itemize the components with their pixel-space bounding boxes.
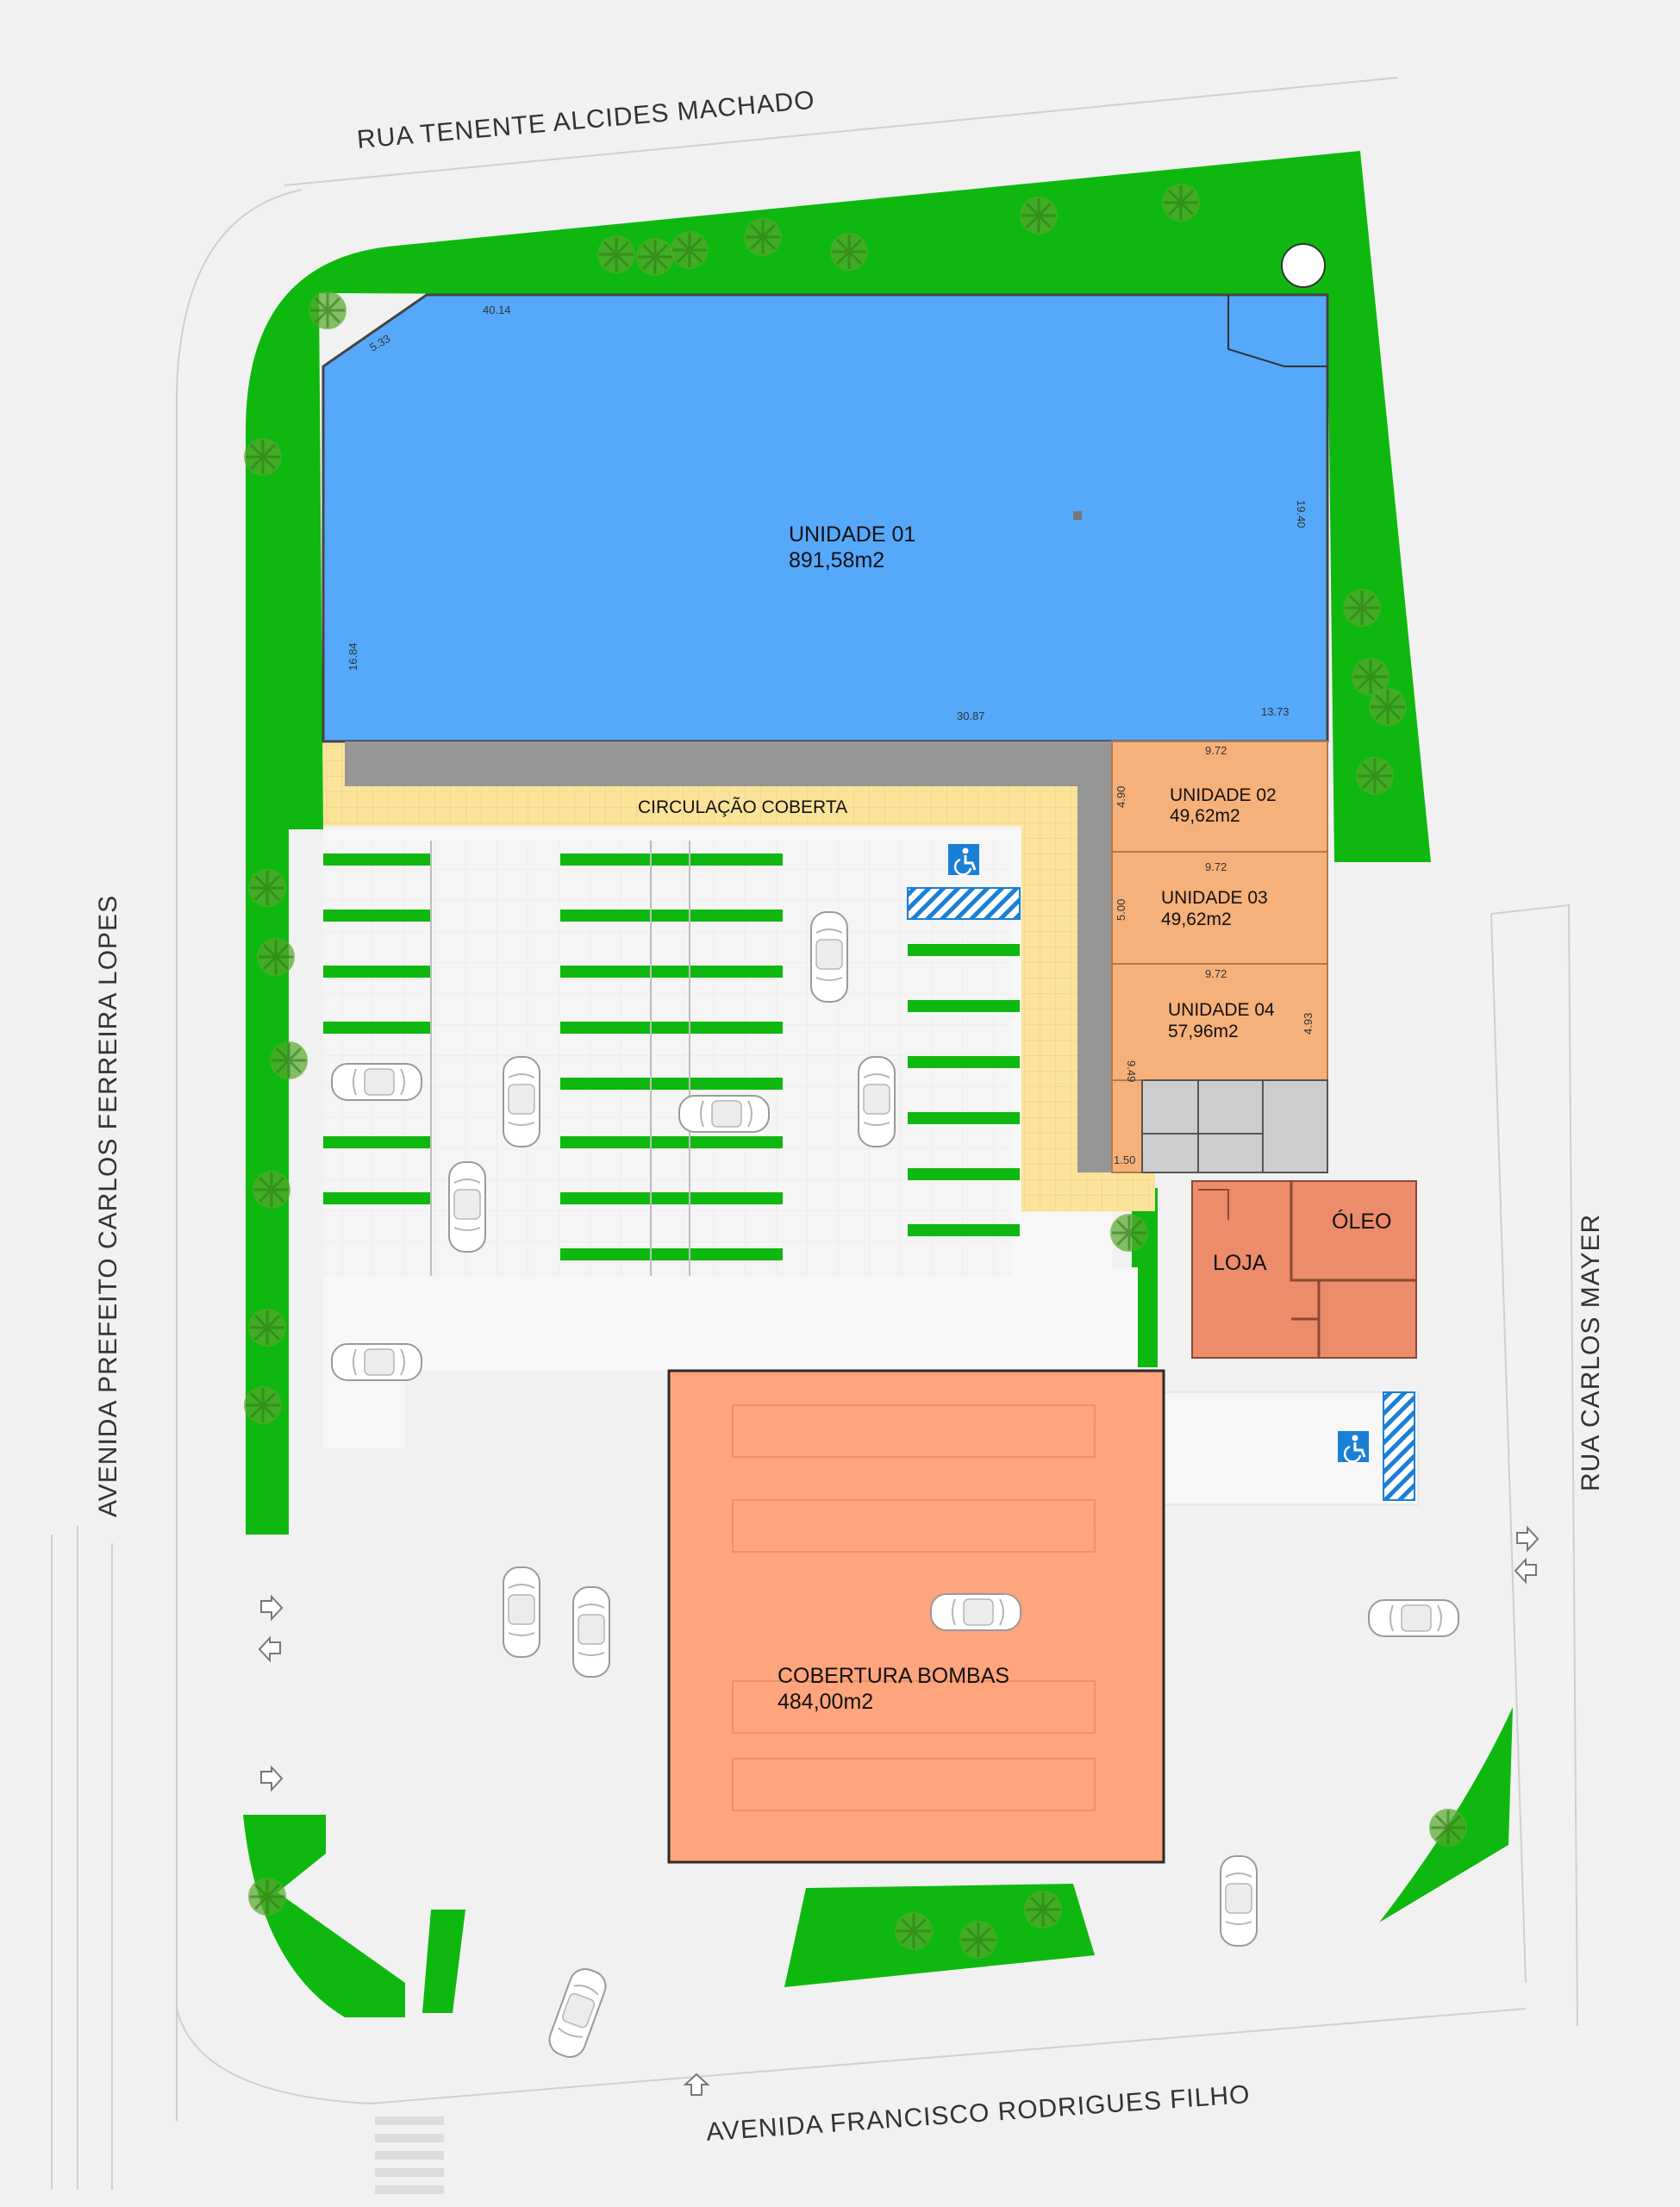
traffic-arrows (258, 1525, 1539, 2096)
dim-label: 13.73 (1261, 705, 1290, 718)
dim-label: 16.84 (347, 642, 359, 671)
covered-structure (345, 741, 1112, 1172)
parking-stripes (323, 853, 1020, 1260)
unit-02-name: UNIDADE 02 (1170, 785, 1277, 805)
grass-island-sw (422, 1910, 465, 2013)
car-icon (331, 1063, 422, 1101)
street-north: RUA TENENTE ALCIDES MACHADO (356, 86, 816, 154)
dim-label: 4.90 (1115, 786, 1127, 808)
dim-label: 9.72 (1205, 967, 1227, 980)
dim-label: 1.50 (1114, 1154, 1135, 1166)
dim-label: 5.00 (1115, 899, 1127, 921)
unit-01-area: 891,58m2 (789, 548, 884, 572)
shop-building (1191, 1180, 1417, 1359)
unit-04-area: 57,96m2 (1168, 1022, 1239, 1041)
dim-label: 9.72 (1205, 744, 1227, 757)
unit-03-name: UNIDADE 03 (1161, 888, 1268, 908)
car-icon (544, 1963, 611, 2063)
arrow-icon (260, 1594, 284, 1622)
car-icon (448, 1161, 486, 1253)
car-icon (858, 1056, 896, 1147)
grass-corner-sw (243, 1815, 405, 2017)
car-icon (503, 1566, 540, 1658)
unit-01 (322, 293, 1329, 743)
car-icon (1368, 1599, 1459, 1637)
grass-bed-south (784, 1884, 1095, 1987)
dim-label: 9.72 (1205, 860, 1227, 873)
grass-corner-se (1379, 1707, 1513, 1923)
arrow-icon (1514, 1557, 1537, 1585)
circulation-label: CIRCULAÇÃO COBERTA (638, 797, 847, 817)
car-icon (1220, 1855, 1258, 1947)
unit-03-area: 49,62m2 (1161, 910, 1232, 929)
canopy-area: 484,00m2 (778, 1690, 873, 1714)
accessible-hatch-2 (1383, 1391, 1415, 1501)
accessible-hatch-1 (907, 887, 1021, 920)
arrow-icon (683, 2073, 710, 2096)
unit-04-name: UNIDADE 04 (1168, 1000, 1275, 1020)
car-icon (810, 911, 848, 1003)
oil-label: ÓLEO (1332, 1209, 1391, 1234)
arrow-icon (260, 1765, 284, 1792)
arrow-icon (258, 1635, 281, 1663)
car-icon (331, 1343, 422, 1381)
crosswalk (375, 2116, 444, 2194)
street-lines (51, 77, 1578, 2190)
dim-label: 4.93 (1302, 1013, 1315, 1035)
fuel-canopy (667, 1369, 1165, 1864)
tank (1281, 243, 1326, 288)
covered-circulation (323, 743, 1155, 1211)
wheelchair-icon (946, 842, 981, 877)
canopy-name: COBERTURA BOMBAS (778, 1664, 1009, 1688)
north-parking-lane (1159, 1391, 1419, 1505)
car-icon (572, 1586, 610, 1678)
car-icon (678, 1095, 770, 1133)
wheelchair-icon (1336, 1429, 1371, 1464)
dim-label: 19.40 (1295, 500, 1308, 528)
unit-01-name: UNIDADE 01 (789, 522, 915, 547)
street-west: AVENIDA PREFEITO CARLOS FERREIRA LOPES (94, 895, 122, 1517)
unit-04 (1111, 963, 1328, 1081)
grass-strip (246, 151, 1431, 1535)
restrooms (1141, 1079, 1328, 1173)
dim-label: 9.49 (1125, 1060, 1138, 1082)
arrow-icon (1516, 1525, 1539, 1553)
shop-label: LOJA (1213, 1251, 1267, 1275)
street-east: RUA CARLOS MAYER (1577, 1214, 1605, 1491)
car-icon (503, 1056, 540, 1147)
dim-label: 30.87 (957, 710, 985, 722)
unit-03 (1111, 851, 1328, 965)
unit-02-area: 49,62m2 (1170, 806, 1240, 826)
unit-02 (1111, 741, 1328, 853)
dim-label: 40.14 (483, 303, 511, 316)
street-south: AVENIDA FRANCISCO RODRIGUES FILHO (705, 2080, 1251, 2147)
car-icon (930, 1593, 1021, 1631)
